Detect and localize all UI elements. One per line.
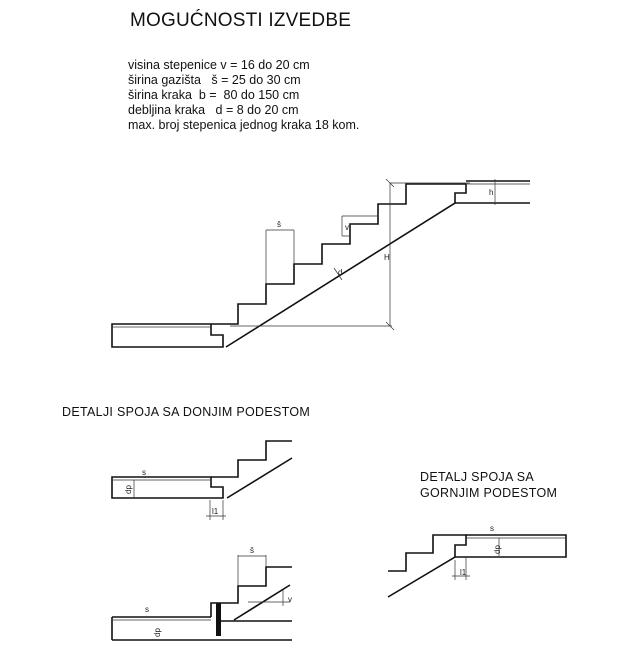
dim-label-s: s (142, 468, 146, 477)
dim-label-s-3: s (490, 524, 494, 533)
dim-label-s-tread: š (277, 220, 281, 229)
dim-label-h: h (489, 188, 493, 197)
joint-bar (216, 603, 221, 636)
dim-label-d: d (338, 268, 342, 277)
spec-item: širina kraka b = 80 do 150 cm (128, 88, 300, 102)
dim-label-l1-3: l1 (460, 568, 467, 577)
section-heading-upper-2: GORNJIM PODESTOM (420, 486, 558, 500)
spec-list: visina stepenice v = 16 do 20 cm širina … (128, 58, 359, 133)
dim-label-s-tread-2: š (250, 546, 254, 555)
spec-item: max. broj stepenica jednog kraka 18 kom. (128, 118, 360, 132)
spec-item: debljina kraka d = 8 do 20 cm (128, 103, 299, 117)
dim-label-dp-2: dp (153, 628, 162, 637)
dim-label-dp-3: dp (493, 545, 502, 554)
detail-lower-landing-2: š v s dp (111, 546, 292, 641)
spec-item: širina gazišta š = 25 do 30 cm (128, 73, 301, 87)
detail-upper-landing: l1 s dp (387, 524, 567, 598)
page-title: MOGUĆNOSTI IZVEDBE (130, 10, 352, 31)
section-heading-lower: DETALJI SPOJA SA DONJIM PODESTOM (62, 405, 311, 419)
dim-label-dp: dp (124, 485, 133, 494)
detail-lower-landing-1: dp s l1 (111, 440, 293, 520)
dim-label-v-2: v (288, 595, 292, 604)
dim-label-s-2: s (145, 605, 149, 614)
main-stair-section: H š v d h (111, 178, 530, 348)
dim-label-H: H (384, 253, 390, 262)
dim-label-l1: l1 (212, 507, 219, 516)
dim-label-v: v (345, 223, 349, 232)
section-heading-upper-1: DETALJ SPOJA SA (420, 470, 535, 484)
spec-item: visina stepenice v = 16 do 20 cm (128, 58, 310, 72)
